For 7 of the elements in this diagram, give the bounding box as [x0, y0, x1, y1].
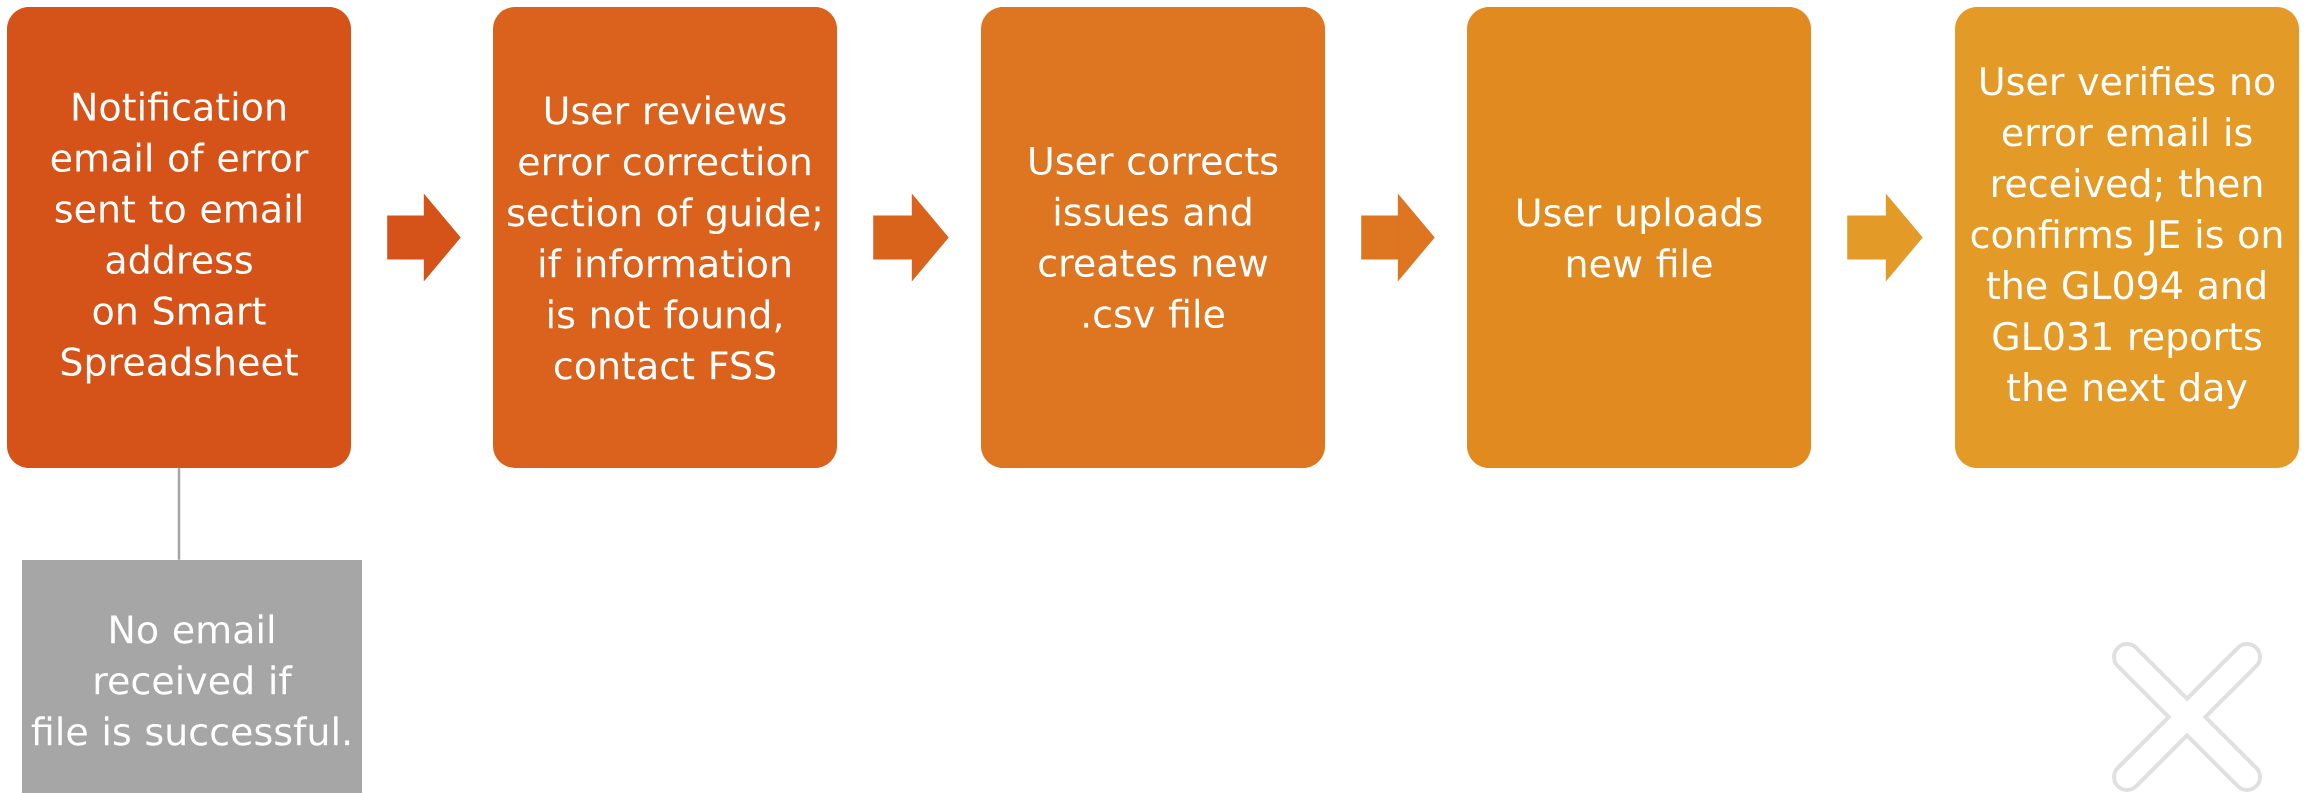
connector-line [177, 468, 181, 560]
note-box: No email received if file is successful. [22, 560, 362, 793]
process-box: User corrects issues and creates new .csv file [981, 7, 1325, 468]
process-box: User verifies no error email is received; then confirms JE is on the GL094 and GL031 reports the next day [1955, 7, 2300, 468]
process-box: User uploads new file [1467, 7, 1811, 468]
process-box: User reviews error correction section of guide; if information is not found, contact FSS [493, 7, 837, 468]
process-box: Notification email of error sent to email address on Smart Spreadsheet [7, 7, 351, 468]
